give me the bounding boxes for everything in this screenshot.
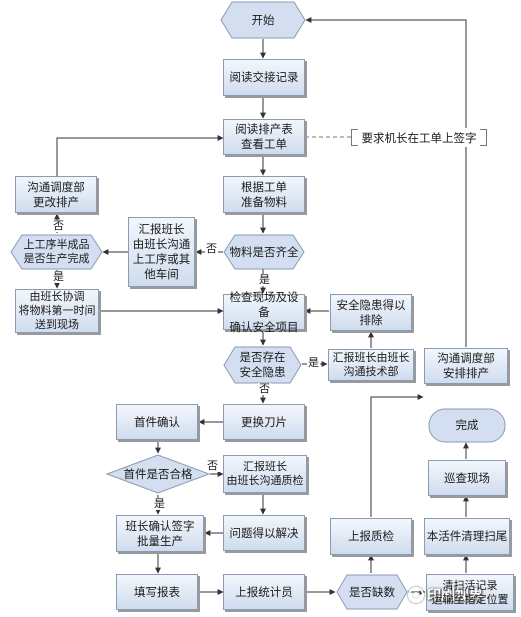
edge-dispatch-to-schedule [56, 135, 224, 176]
edge-label-first-no: 否 [206, 459, 219, 472]
decision-materials-ok-label: 物料是否齐全 [229, 244, 299, 259]
node-leader-coordinate: 由班长协调 将物料第一时间 送到现场 [15, 289, 99, 333]
node-clean-up: 本活件清理扫尾 [424, 518, 510, 555]
watermark-text: 印刷视界 [427, 588, 483, 604]
decision-first-qualified: 首件是否合格 [105, 454, 211, 494]
edge-qc-to-dispatch [370, 394, 424, 517]
node-report-qc: 上报质检 [330, 518, 412, 555]
node-dispatch-arrange-label: 沟通调度部 安排排产 [437, 351, 495, 380]
decision-semi-finished-label: 上工序半成品 是否生产完成 [23, 238, 90, 265]
node-report-statistician: 上报统计员 [223, 574, 305, 610]
node-clean-site: 清扫活记录 运输至指定位置 [426, 574, 514, 611]
edge-label-hazard-no: 否 [258, 382, 271, 395]
node-prepare-materials-label: 根据工单 准备物料 [241, 179, 287, 209]
watermark: 印刷视界 [408, 578, 521, 612]
node-report-quality: 汇报班长 由班长沟通质检 [223, 455, 307, 493]
decision-materials-ok: 物料是否齐全 [223, 234, 305, 270]
node-read-handover: 阅读交接记录 [223, 59, 305, 96]
edge-label-first-yes: 是 [153, 497, 166, 510]
annotation-note: 要求机长在工单上签字 [351, 128, 487, 147]
node-batch-production: 班长确认签字 批量生产 [116, 515, 204, 552]
node-batch-production-label: 班长确认签字 批量生产 [125, 518, 195, 548]
node-fill-report-label: 填写报表 [134, 584, 180, 599]
node-report-quality-label: 汇报班长 由班长沟通质检 [226, 460, 304, 487]
node-first-confirm: 首件确认 [116, 404, 198, 440]
node-done: 完成 [428, 408, 506, 443]
node-report-leader: 汇报班长 由班长沟通 上工序或其 他车间 [128, 217, 195, 287]
edge-label-materials-no: 否 [205, 242, 218, 255]
edge-dispatch-arrange-to-start [305, 17, 467, 347]
node-prepare-materials: 根据工单 准备物料 [223, 176, 305, 213]
node-patrol: 巡查现场 [428, 460, 506, 496]
node-hazard-removed: 安全隐患得以 排除 [330, 294, 412, 331]
edge-label-semi-yes: 是 [52, 270, 65, 283]
node-clean-site-label: 清扫活记录 运输至指定位置 [431, 578, 509, 606]
node-hazard-removed-label: 安全隐患得以 排除 [336, 297, 406, 327]
annotation-text: 要求机长在工单上签字 [361, 130, 477, 145]
node-patrol-label: 巡查现场 [444, 470, 490, 485]
edge-label-semi-no: 否 [52, 219, 65, 232]
decision-has-hazard-label: 是否存在 安全隐患 [239, 350, 286, 379]
node-report-tech-label: 汇报班长由班长 沟通技术部 [332, 351, 410, 378]
node-start: 开始 [220, 1, 306, 39]
watermark-logo-icon [408, 587, 424, 603]
node-dispatch-change: 沟通调度部 更改排产 [15, 176, 97, 213]
node-read-schedule-label: 阅读排产表 查看工单 [235, 122, 293, 151]
node-report-tech: 汇报班长由班长 沟通技术部 [328, 349, 414, 381]
edge-label-hazard-yes: 是 [307, 356, 320, 369]
node-read-schedule: 阅读排产表 查看工单 [223, 119, 305, 155]
node-fill-report: 填写报表 [116, 574, 198, 610]
node-report-qc-label: 上报质检 [348, 529, 394, 543]
node-report-leader-label: 汇报班长 由班长沟通 上工序或其 他车间 [132, 222, 191, 281]
node-dispatch-change-label: 沟通调度部 更改排产 [27, 179, 85, 209]
annotation-bracket-right [480, 129, 487, 146]
node-first-confirm-label: 首件确认 [134, 414, 180, 429]
node-read-handover-label: 阅读交接记录 [229, 70, 299, 84]
node-report-statistician-label: 上报统计员 [235, 584, 293, 599]
node-start-label: 开始 [251, 12, 275, 27]
node-check-site: 检查现场及设备 确认安全项目 [223, 290, 305, 334]
edge-label-materials-yes: 是 [258, 273, 271, 286]
decision-semi-finished: 上工序半成品 是否生产完成 [10, 234, 103, 270]
annotation-bracket-left [351, 129, 358, 146]
decision-has-hazard: 是否存在 安全隐患 [223, 346, 302, 384]
decision-shortage-label: 是否缺数 [349, 584, 395, 599]
node-problem-solved: 问题得以解决 [223, 515, 305, 551]
node-replace-tool: 更换刀片 [223, 404, 305, 440]
node-dispatch-arrange: 沟通调度部 安排排产 [424, 348, 508, 384]
node-replace-tool-label: 更换刀片 [241, 414, 287, 429]
node-clean-up-label: 本活件清理扫尾 [426, 529, 508, 543]
node-check-site-label: 检查现场及设备 确认安全项目 [229, 289, 299, 334]
decision-shortage: 是否缺数 [336, 574, 408, 610]
node-leader-coordinate-label: 由班长协调 将物料第一时间 送到现场 [18, 290, 96, 331]
decision-first-qualified-label: 首件是否合格 [123, 466, 193, 481]
node-problem-solved-label: 问题得以解决 [229, 525, 299, 540]
node-done-label: 完成 [455, 418, 479, 432]
